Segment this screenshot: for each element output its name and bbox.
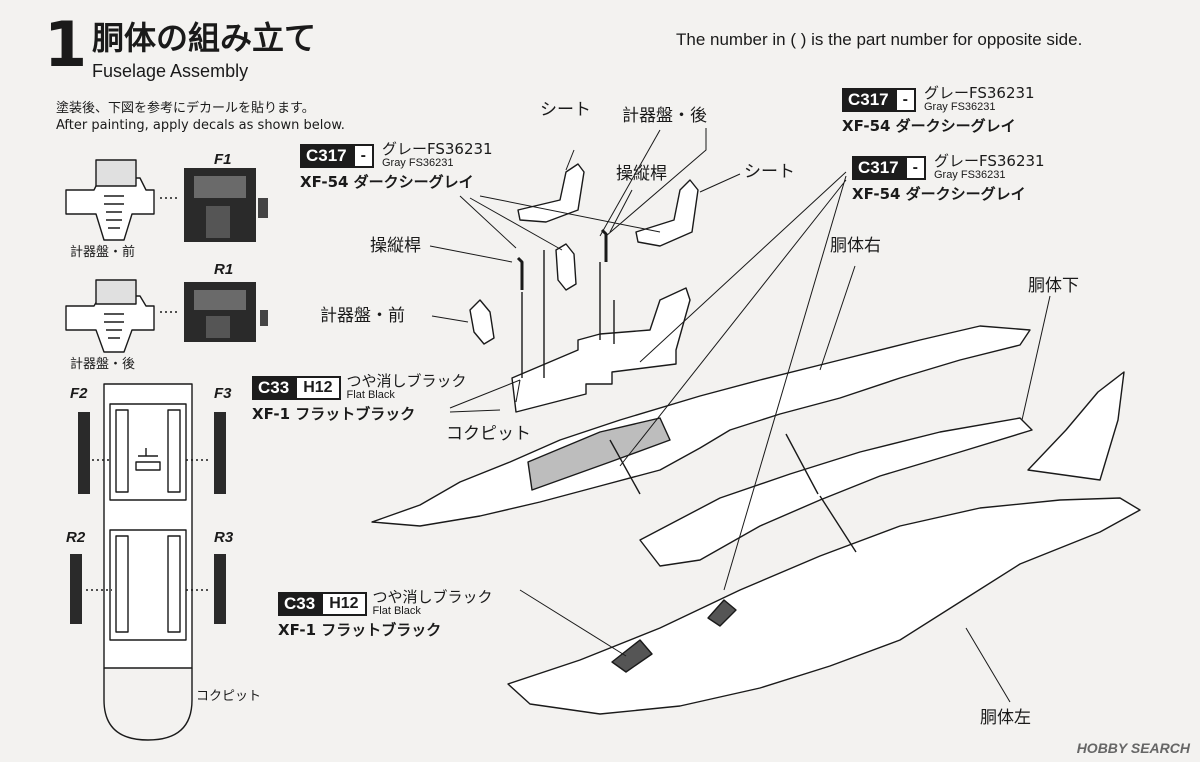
h-code: - (352, 143, 374, 168)
paint-callout-black-upper: C33 H12 つや消しブラック Flat Black XF-1 フラットブラッ… (252, 372, 467, 424)
h-code: - (894, 87, 916, 112)
paint-chip: C317 - (300, 143, 374, 168)
paint-name-en: Flat Black (346, 388, 395, 401)
panel-rear-label: 計器盤・後 (70, 357, 136, 372)
paint-xf-name: XF-54 ダークシーグレイ (842, 117, 1016, 136)
paint-callout-gray-left: C317 - グレーFS36231 Gray FS36231 XF-54 ダーク… (300, 140, 493, 192)
front-panel-label: 計器盤・前 (320, 306, 405, 326)
f1-label: F1 (214, 151, 232, 168)
r3-label: R3 (214, 529, 234, 546)
assembly-arrows (521, 250, 857, 553)
c-code: C317 (300, 143, 353, 168)
fuselage-left-label: 胴体左 (980, 708, 1031, 728)
rear-panel-label: 計器盤・後 (622, 106, 707, 126)
instruction-ja: 塗装後、下図を参考にデカールを貼ります。 (56, 101, 315, 116)
paint-chip: C33 H12 (252, 375, 341, 400)
fuselage-left-part (507, 497, 1141, 715)
paint-xf-name: XF-1 フラットブラック (278, 621, 442, 640)
paint-chip: C317 - (842, 87, 916, 112)
paint-xf-name: XF-54 ダークシーグレイ (852, 185, 1026, 204)
watermark: HOBBY SEARCH (1076, 740, 1190, 756)
fuselage-bottom-label: 胴体下 (1028, 276, 1079, 296)
f2-label: F2 (70, 385, 88, 402)
cockpit-decal-label: コクピット (196, 689, 262, 704)
seat-part-rear (517, 163, 585, 223)
rear-panel-part-3d (555, 243, 577, 291)
paint-callout-black-lower: C33 H12 つや消しブラック Flat Black XF-1 フラットブラッ… (278, 588, 493, 640)
c-code: C33 (252, 375, 296, 400)
cockpit-tub-3d (511, 287, 691, 413)
paint-name-ja: つや消しブラック (346, 372, 467, 390)
part-number-note: The number in ( ) is the part number for… (676, 30, 1083, 49)
seat-part-front (635, 179, 699, 247)
paint-name-en: Flat Black (372, 604, 421, 617)
f1-decal (184, 168, 268, 242)
seat-label-front: シート (744, 162, 795, 182)
r1-label: R1 (214, 261, 234, 278)
stick-part-right (600, 228, 608, 262)
paint-name-en: Gray FS36231 (923, 100, 996, 113)
paint-callout-gray-mid: C317 - グレーFS36231 Gray FS36231 XF-54 ダーク… (852, 152, 1045, 204)
paint-name-ja: グレーFS36231 (381, 140, 493, 158)
paint-name-en: Gray FS36231 (381, 156, 454, 169)
h-code: H12 (321, 591, 367, 616)
decal-instruction: 塗装後、下図を参考にデカールを貼ります。 After painting, app… (56, 100, 345, 134)
c-code: C33 (278, 591, 322, 616)
c-code: C317 (842, 87, 895, 112)
step-number: 1 (44, 8, 88, 81)
seat-label-rear: シート (540, 100, 591, 120)
stick-label-rear: 操縦桿 (616, 164, 667, 184)
c-code: C317 (852, 155, 905, 180)
panel-front-label: 計器盤・前 (70, 245, 136, 260)
paint-name-ja: グレーFS36231 (923, 84, 1035, 102)
rear-panel-part (65, 279, 155, 353)
f3-label: F3 (214, 385, 232, 402)
h-code: H12 (295, 375, 341, 400)
paint-chip: C33 H12 (278, 591, 367, 616)
paint-chip: C317 - (852, 155, 926, 180)
stick-part-left (516, 256, 524, 290)
fuselage-bottom-part (639, 371, 1125, 567)
step-title-en: Fuselage Assembly (92, 61, 249, 81)
instruction-en: After painting, apply decals as shown be… (56, 118, 345, 133)
paint-xf-name: XF-1 フラットブラック (252, 405, 416, 424)
r1-decal (184, 282, 268, 342)
r2-label: R2 (66, 529, 86, 546)
paint-xf-name: XF-54 ダークシーグレイ (300, 173, 474, 192)
paint-name-en: Gray FS36231 (933, 168, 1006, 181)
front-panel-part (65, 159, 155, 241)
front-panel-part-3d (469, 299, 495, 345)
paint-callout-gray-top: C317 - グレーFS36231 Gray FS36231 XF-54 ダーク… (842, 84, 1035, 136)
h-code: - (904, 155, 926, 180)
paint-name-ja: つや消しブラック (372, 588, 493, 606)
stick-label-front: 操縦桿 (370, 236, 421, 256)
paint-name-ja: グレーFS36231 (933, 152, 1045, 170)
cockpit-label: コクピット (446, 424, 531, 444)
fuselage-right-label: 胴体右 (830, 236, 881, 256)
fuselage-right-part (371, 325, 1031, 527)
step-title-ja: 胴体の組み立て (92, 19, 317, 57)
leader-lines (429, 128, 1051, 703)
cockpit-tub-plan (70, 383, 226, 741)
